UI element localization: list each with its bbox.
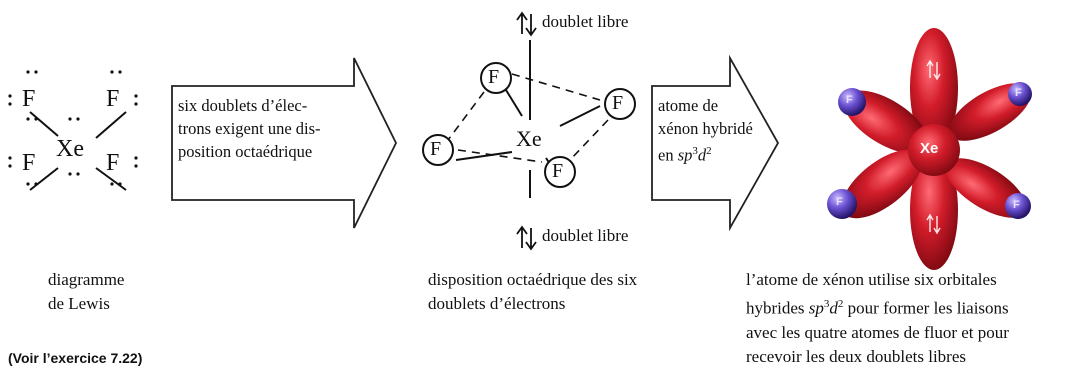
arrow-1-text: six doublets d’élec- trons exigent une d… [178,96,321,161]
lewis-f-top-left: F [22,86,36,112]
orbital-f-2: F [1015,87,1022,99]
orbital-f-1: F [846,94,853,106]
orbital-f-3: F [836,196,843,208]
lewis-f-bottom-left: F [22,150,36,176]
arrow-2-hybrid-line: en sp3d2 [658,145,712,165]
octa-f-3: F [430,138,442,160]
orbital-caption: l’atome de xénon utilise six orbitales h… [746,270,1009,366]
lewis-bonds [8,70,138,191]
arrow-2-text: atome de xénon hybridé en sp3d2 [658,96,753,165]
exercise-reference: (Voir l’exercice 7.22) [8,350,143,366]
orbital-f-4: F [1013,199,1020,211]
lone-pair-bottom-label: doublet libre [542,226,629,245]
orbital-xe-label: Xe [920,140,939,157]
octa-f-1: F [488,66,500,88]
lewis-f-top-right: F [106,86,120,112]
octa-f-4: F [552,160,564,182]
lone-pair-top-label: doublet libre [542,12,629,31]
octa-f-2: F [612,92,624,114]
lewis-f-bottom-right: F [106,150,120,176]
arrow-1-shape [171,57,398,229]
orbital-caption-hybrid-line: hybrides sp3d2 pour former les liaisons [746,298,1009,318]
arrow-2-shape [651,54,780,232]
lewis-xe: Xe [56,136,84,162]
octa-xe: Xe [516,126,542,151]
lewis-caption: diagramme de Lewis [48,270,125,313]
octahedral-caption: disposition octaédrique des six doublets… [428,270,638,313]
